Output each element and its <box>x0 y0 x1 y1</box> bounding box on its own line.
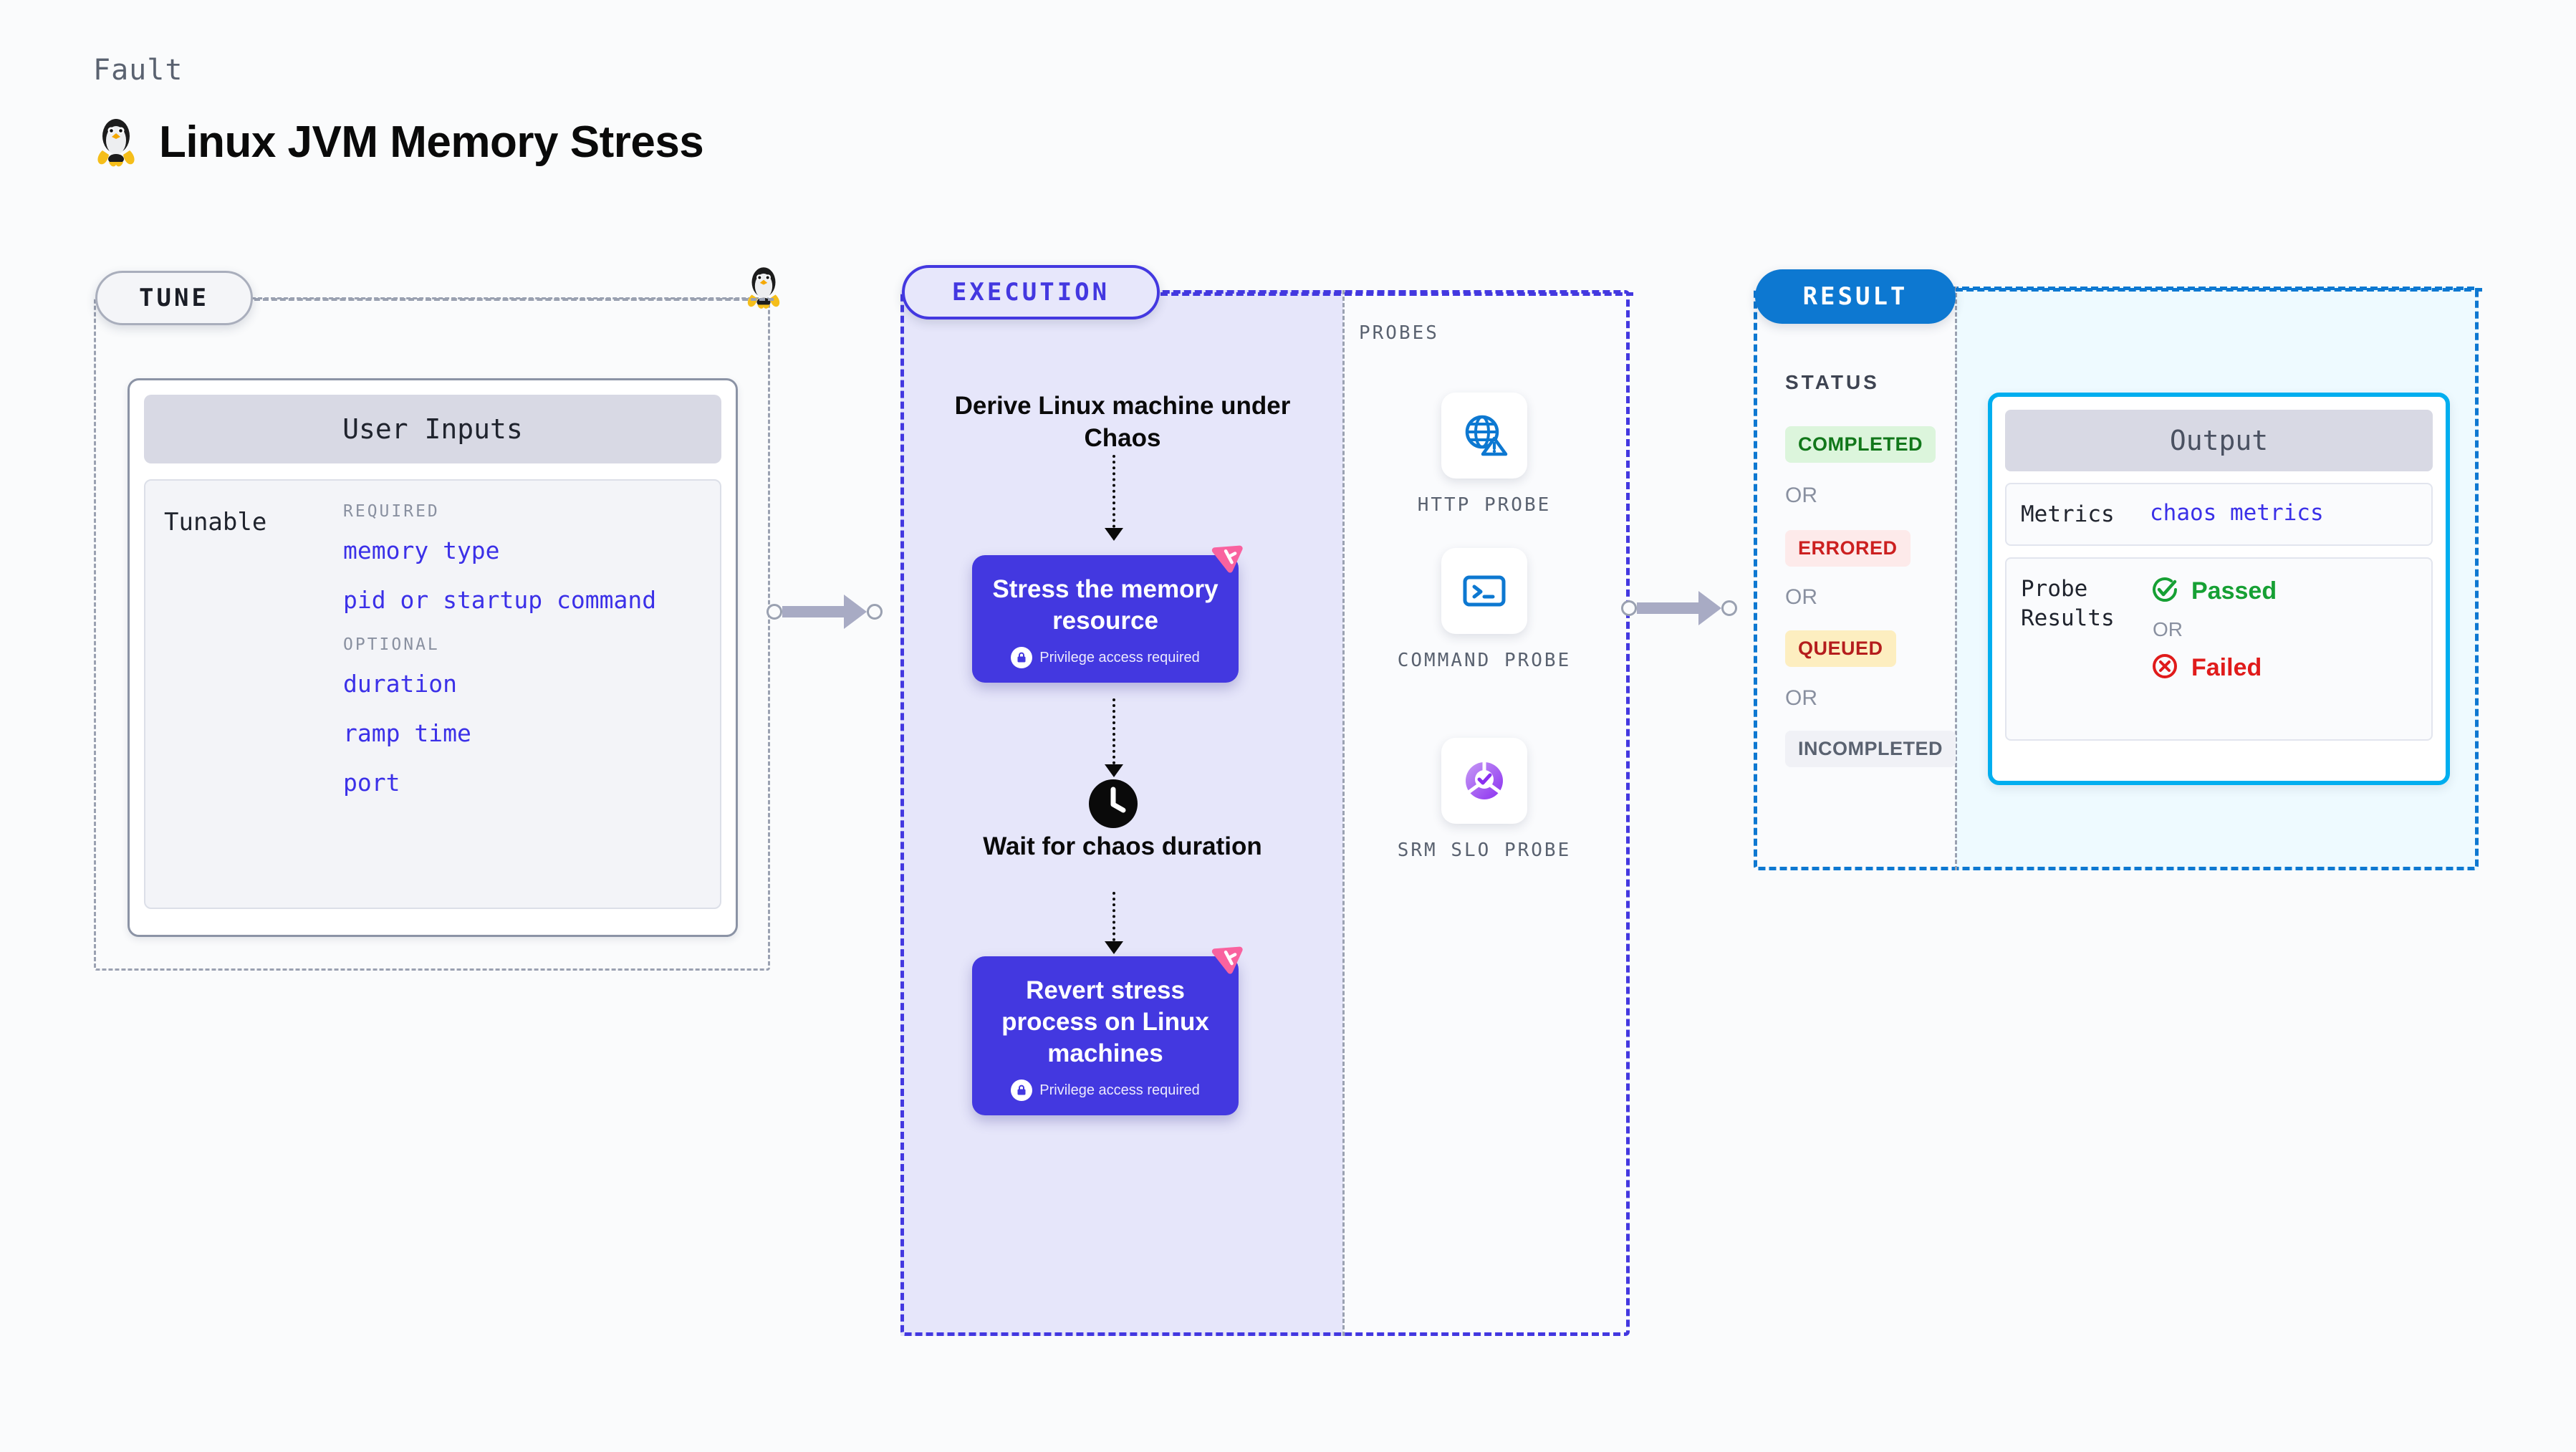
tunable-item-memory-type[interactable]: memory type <box>343 537 500 564</box>
status-badge-incompleted: INCOMPLETED <box>1785 731 1956 767</box>
probe-label: SRM SLO PROBE <box>1397 840 1572 861</box>
status-badge-completed: COMPLETED <box>1785 426 1936 463</box>
output-row-probe-results: Probe Results Passed OR <box>2005 557 2433 741</box>
tunable-item-port[interactable]: port <box>343 769 400 797</box>
connector-dot <box>867 604 883 620</box>
stage-badge-tune[interactable]: TUNE <box>95 271 253 325</box>
execution-node-revert-stress[interactable]: Revert stress process on Linux machines … <box>972 946 1243 1116</box>
probe-http[interactable]: HTTP PROBE <box>1377 393 1592 518</box>
litmus-logo-icon <box>1210 938 1251 983</box>
status-or-3: OR <box>1785 686 1817 710</box>
linux-penguin-icon <box>93 115 139 169</box>
execution-node-stress-memory[interactable]: Stress the memory resource Privilege acc… <box>972 545 1243 683</box>
litmus-logo-icon <box>1210 537 1251 582</box>
privilege-note-text: Privilege access required <box>1039 649 1200 665</box>
tunable-item-ramp-time[interactable]: ramp time <box>343 719 471 747</box>
output-metrics-label: Metrics <box>2021 501 2115 527</box>
tunable-row-label: Tunable <box>164 508 267 537</box>
probe-label: HTTP PROBE <box>1417 494 1552 516</box>
connector-dot <box>1621 600 1637 616</box>
probe-result-or: OR <box>2153 618 2183 641</box>
privilege-note: Privilege access required <box>985 647 1226 669</box>
user-inputs-title: User Inputs <box>144 395 721 463</box>
probe-result-failed-text: Failed <box>2191 654 2262 682</box>
globe-warning-icon <box>1441 393 1527 479</box>
output-probe-results-label: Probe Results <box>2021 576 2115 631</box>
execution-step-wait-for-chaos-duration: Wait for chaos duration <box>983 832 1262 860</box>
connector-dot <box>766 604 782 620</box>
user-inputs-card: User Inputs Tunable REQUIRED memory type… <box>128 378 738 937</box>
probe-result-passed-text: Passed <box>2191 577 2277 605</box>
probe-result-failed: Failed <box>2150 651 2277 685</box>
probes-title: PROBES <box>1359 322 1439 344</box>
probe-result-passed: Passed <box>2150 574 2277 608</box>
tunable-group-heading-required: REQUIRED <box>343 502 440 521</box>
result-rail <box>1956 288 2482 292</box>
privilege-note-text: Privilege access required <box>1039 1082 1200 1098</box>
status-or-1: OR <box>1785 484 1817 507</box>
connector-dot <box>1721 600 1737 616</box>
output-title: Output <box>2005 410 2433 471</box>
tune-rail <box>254 298 774 301</box>
tunable-group-heading-optional: OPTIONAL <box>343 635 440 654</box>
output-row-metrics: Metrics chaos metrics <box>2005 483 2433 547</box>
probes-divider <box>1342 290 1345 1336</box>
probe-srm-slo[interactable]: SRM SLO PROBE <box>1377 738 1592 863</box>
status-title: STATUS <box>1785 371 1880 393</box>
page-title: Linux JVM Memory Stress <box>93 115 704 169</box>
slo-donut-check-icon <box>1441 738 1527 824</box>
status-panel-fill <box>1754 287 1956 870</box>
status-or-2: OR <box>1785 585 1817 609</box>
lock-icon <box>1011 647 1033 669</box>
probe-label: COMMAND PROBE <box>1397 650 1572 671</box>
terminal-icon <box>1441 548 1527 634</box>
tunable-item-duration[interactable]: duration <box>343 670 457 698</box>
linux-penguin-marker-icon <box>744 264 784 314</box>
stage-badge-execution[interactable]: EXECUTION <box>902 265 1160 319</box>
privilege-note: Privilege access required <box>985 1080 1226 1102</box>
page-title-text: Linux JVM Memory Stress <box>159 117 704 167</box>
clock-icon <box>1087 777 1140 834</box>
connector-execution-to-result <box>1621 591 1737 625</box>
execution-step-derive-linux-machine: Derive Linux machine under Chaos <box>954 392 1291 452</box>
stage-badge-result[interactable]: RESULT <box>1755 269 1956 324</box>
execution-rail <box>1160 292 1633 296</box>
status-badge-queued: QUEUED <box>1785 630 1896 667</box>
output-card: Output Metrics chaos metrics Probe Resul… <box>1988 393 2450 785</box>
result-divider <box>1955 287 1957 870</box>
tunable-item-pid-or-startup-command[interactable]: pid or startup command <box>343 586 657 614</box>
status-badge-errored: ERRORED <box>1785 530 1911 567</box>
connector-tune-to-execution <box>766 595 883 629</box>
tunable-section: Tunable REQUIRED memory type pid or star… <box>144 479 721 909</box>
check-circle-icon <box>2150 574 2180 608</box>
execution-panel <box>900 290 1630 1336</box>
probe-command[interactable]: COMMAND PROBE <box>1377 548 1592 673</box>
x-circle-icon <box>2150 651 2180 685</box>
output-metrics-value[interactable]: chaos metrics <box>2150 500 2324 526</box>
lock-icon <box>1011 1080 1033 1102</box>
fault-kicker: Fault <box>93 54 183 87</box>
execution-node-title: Stress the memory resource <box>992 575 1219 635</box>
execution-node-title: Revert stress process on Linux machines <box>1001 976 1209 1068</box>
